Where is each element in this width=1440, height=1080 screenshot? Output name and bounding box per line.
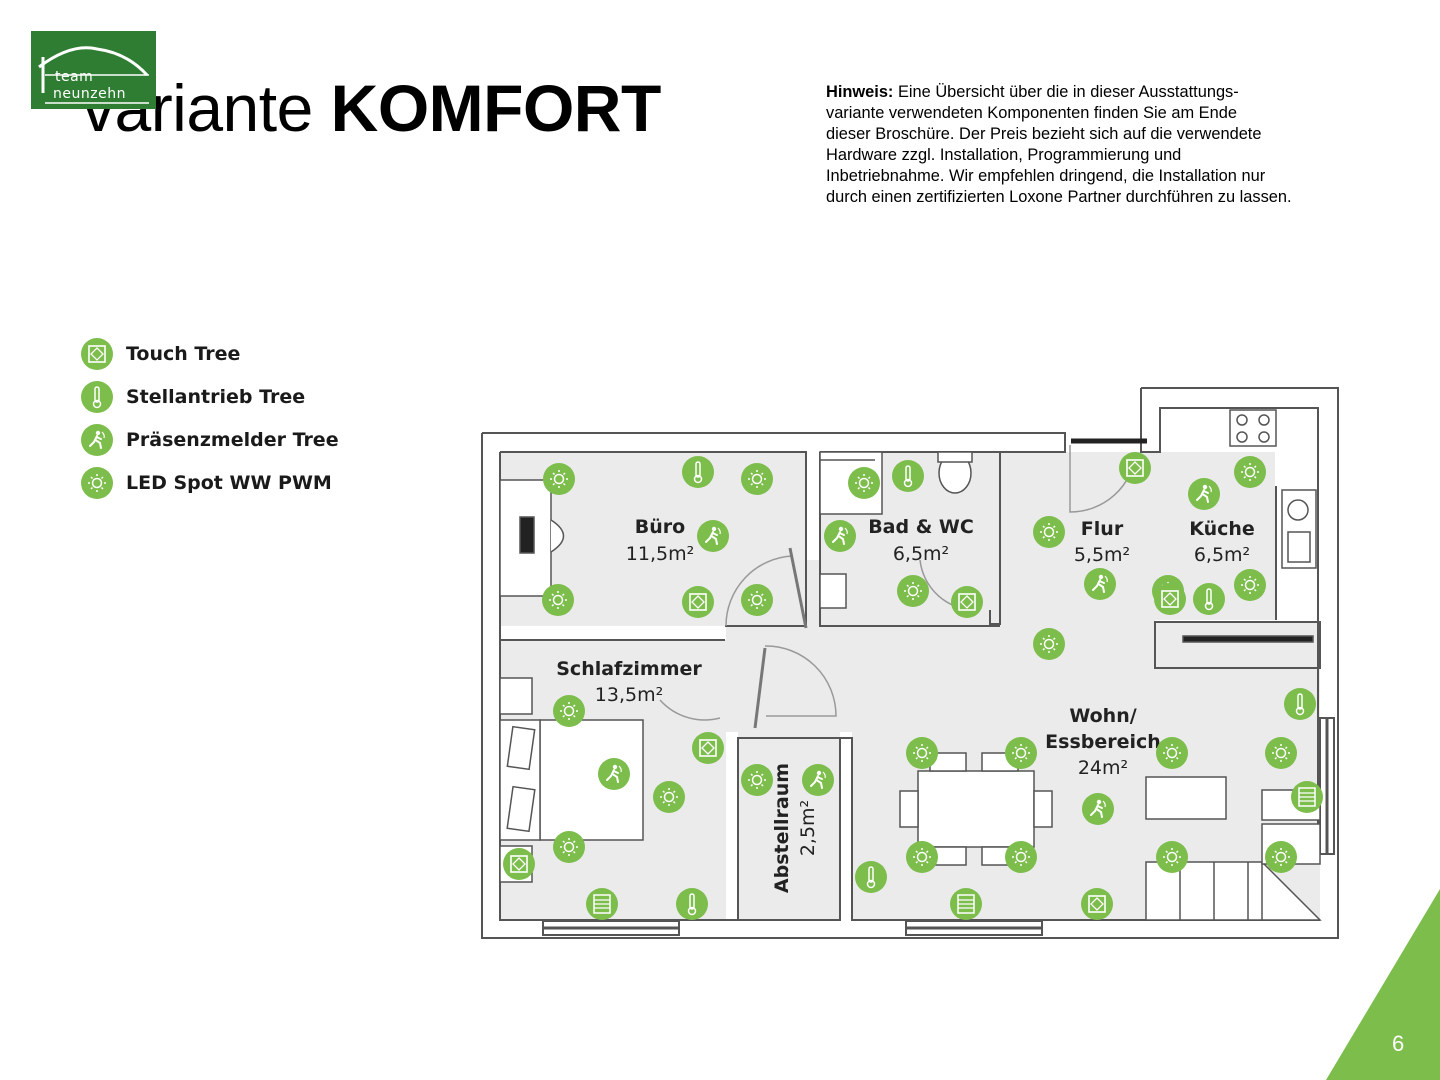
room-area-flur: 5,5m² xyxy=(1074,544,1130,566)
legend-label: LED Spot WW PWM xyxy=(126,472,332,494)
room-name-schlafzimmer: Schlafzimmer xyxy=(556,658,702,680)
house-roof-icon xyxy=(38,46,149,104)
room-name-flur: Flur xyxy=(1081,518,1124,540)
hint-line-2: variante verwendeten Komponenten finden … xyxy=(826,104,1237,122)
room-area-kueche: 6,5m² xyxy=(1194,544,1250,566)
page-number: 6 xyxy=(1392,1031,1405,1056)
room-name-abstellraum: Abstellraum xyxy=(771,763,793,893)
room-name-wohn: Wohn/ xyxy=(1069,705,1136,727)
logo-text-team: team xyxy=(55,69,94,85)
title-emphasis: KOMFORT xyxy=(330,71,662,145)
hint-line-4: Hardware zzgl. Installation, Programmier… xyxy=(826,146,1182,164)
room-area-buero: 11,5m² xyxy=(626,543,694,565)
logo-text-neunzehn: neunzehn xyxy=(53,86,126,102)
legend-label: Präsenzmelder Tree xyxy=(126,429,339,451)
room-area-schlafzimmer: 13,5m² xyxy=(595,684,663,706)
room-area-bad-wc: 6,5m² xyxy=(893,543,949,565)
hint-line-6: durch einen zertifizierten Loxone Partne… xyxy=(826,188,1292,206)
legend-label: Touch Tree xyxy=(126,343,241,365)
hint-note: Hinweis: Eine Übersicht über die in dies… xyxy=(826,82,1426,208)
led-spot-icon xyxy=(81,467,113,499)
room-labels: Büro 11,5m² Bad & WC 6,5m² Flur 5,5m² Kü… xyxy=(556,516,1255,893)
furniture xyxy=(499,409,1322,921)
windows xyxy=(542,438,1335,936)
hint-label: Hinweis: xyxy=(826,83,894,101)
hint-line-1: Hinweis: Eine Übersicht über die in dies… xyxy=(826,83,1239,101)
room-name-bad-wc: Bad & WC xyxy=(868,516,974,538)
staircase xyxy=(1145,861,1322,921)
hint-line-3: dieser Broschüre. Der Preis bezieht sich… xyxy=(826,125,1262,143)
thermometer-icon xyxy=(81,381,113,413)
room-area-abstellraum: 2,5m² xyxy=(797,800,819,856)
motion-sensor-icon xyxy=(81,424,113,456)
hint-line-5: Inbetriebnahme. Wir empfehlen dringend, … xyxy=(826,167,1266,185)
room-name-kueche: Küche xyxy=(1189,518,1255,540)
touch-tree-icon xyxy=(81,338,113,370)
room-name-buero: Büro xyxy=(635,516,685,538)
washbasin xyxy=(819,573,847,609)
legend-label: Stellantrieb Tree xyxy=(126,386,306,408)
room-area-wohn-essbereich: 24m² xyxy=(1078,757,1128,779)
room-name-essbereich: Essbereich xyxy=(1045,731,1161,753)
sideboard xyxy=(1145,776,1227,820)
team-neunzehn-logo: team neunzehn xyxy=(31,31,156,109)
